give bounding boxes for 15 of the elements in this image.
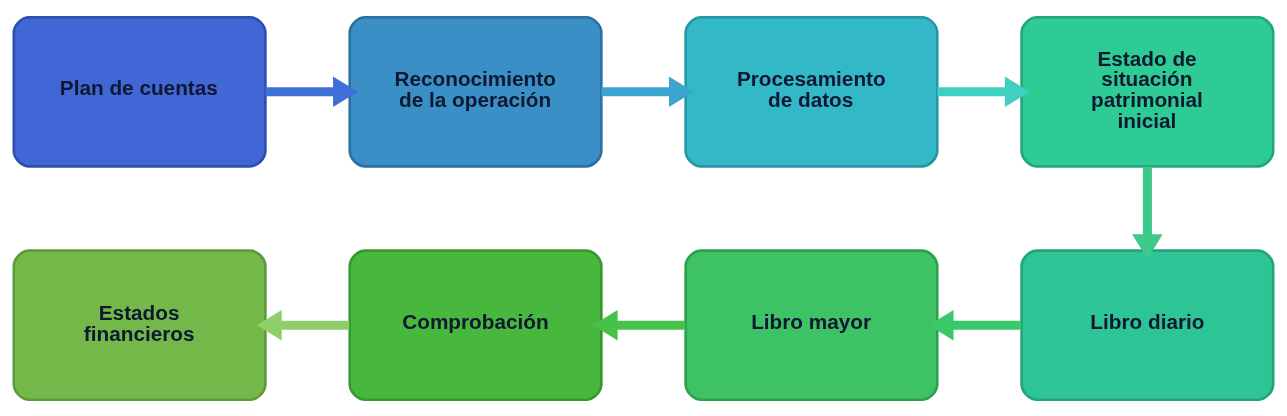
arrow	[256, 309, 350, 340]
node-box: Plan de cuentas	[12, 15, 267, 168]
arrow	[592, 309, 686, 340]
arrow	[1132, 166, 1163, 259]
node-box: Procesamiento de datos	[684, 15, 939, 168]
node-box: Libro diario	[1020, 248, 1275, 401]
node-box: Reconocimiento de la operación	[348, 15, 603, 168]
arrow	[265, 76, 358, 107]
arrow	[928, 309, 1022, 340]
node-box: Estado de situación patrimonial inicial	[1020, 15, 1275, 168]
arrow	[937, 76, 1030, 107]
node-box: Comprobación	[348, 248, 603, 401]
node-box: Estados financieros	[12, 248, 267, 401]
arrow	[601, 76, 694, 107]
node-box: Libro mayor	[684, 248, 939, 401]
